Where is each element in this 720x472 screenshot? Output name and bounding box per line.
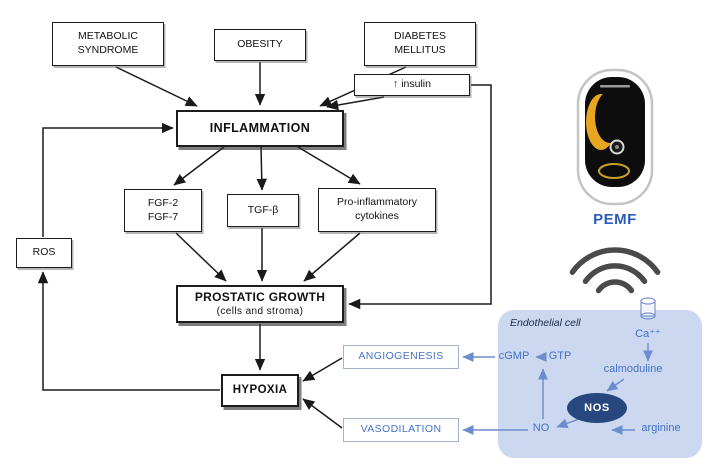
box-metabolic-syndrome: METABOLIC SYNDROME [52, 22, 164, 66]
box-cytokines: Pro-inflammatory cytokines [318, 188, 436, 232]
pemf-device [576, 68, 654, 206]
gtp-label: GTP [548, 350, 572, 362]
prostatic-growth-title: PROSTATIC GROWTH [194, 289, 326, 304]
arrow-fgf-to-growth [175, 232, 227, 282]
cgmp-label: cGMP [498, 350, 530, 362]
box-inflammation: INFLAMMATION [176, 110, 344, 147]
box-fgf: FGF-2 FGF-7 [124, 189, 202, 232]
box-obesity: OBESITY [214, 29, 306, 61]
arrow-metabolic-to-inflammation [115, 66, 198, 107]
arrow-hypoxia-to-ros [37, 271, 220, 391]
box-prostatic-growth: PROSTATIC GROWTH (cells and stroma) [176, 285, 344, 323]
flow-arrows [37, 62, 492, 429]
arrow-insulin-to-growth [348, 84, 492, 310]
arrow-insulin-to-inflammation [326, 96, 385, 111]
arrow-angiogenesis-to-hypoxia [302, 357, 343, 382]
arrow-vasodilation-to-hypoxia [302, 398, 343, 429]
calmoduline-label: calmoduline [603, 363, 663, 375]
arrow-inflammation-to-cytokines [297, 146, 361, 185]
box-diabetes-mellitus: DIABETES MELLITUS [364, 22, 476, 66]
box-ros: ROS [16, 238, 72, 268]
arrow-ros-to-inflammation [42, 122, 174, 237]
arrow-nos-to-no [556, 418, 580, 429]
prostatic-growth-subtitle: (cells and stroma) [216, 306, 304, 318]
calcium-channel-icon [640, 297, 656, 320]
pemf-waves-icon [569, 247, 661, 294]
box-hypoxia: HYPOXIA [221, 374, 299, 407]
pemf-label: PEMF [593, 211, 637, 228]
arrow-inflammation-to-fgf [173, 146, 225, 186]
device-label-mark [600, 85, 630, 88]
box-angiogenesis: ANGIOGENESIS [343, 345, 459, 369]
nos-ellipse: NOS [567, 393, 627, 423]
no-label: NO [532, 422, 550, 434]
arrow-inflammation-to-tgf [256, 146, 267, 191]
calcium-label: Ca⁺⁺ [635, 328, 661, 340]
device-coil [598, 163, 630, 179]
arrow-calmoduline-to-nos [606, 378, 625, 392]
arrow-cytokines-to-growth [303, 232, 361, 282]
box-insulin: ↑ insulin [354, 74, 470, 96]
pathway-arrows [462, 343, 653, 435]
box-tgf: TGF-β [227, 194, 299, 227]
arginine-label: arginine [641, 422, 681, 434]
endothelial-cell-title: Endothelial cell [510, 317, 581, 329]
box-vasodilation: VASODILATION [343, 418, 459, 442]
endothelial-cell-panel [498, 310, 702, 458]
